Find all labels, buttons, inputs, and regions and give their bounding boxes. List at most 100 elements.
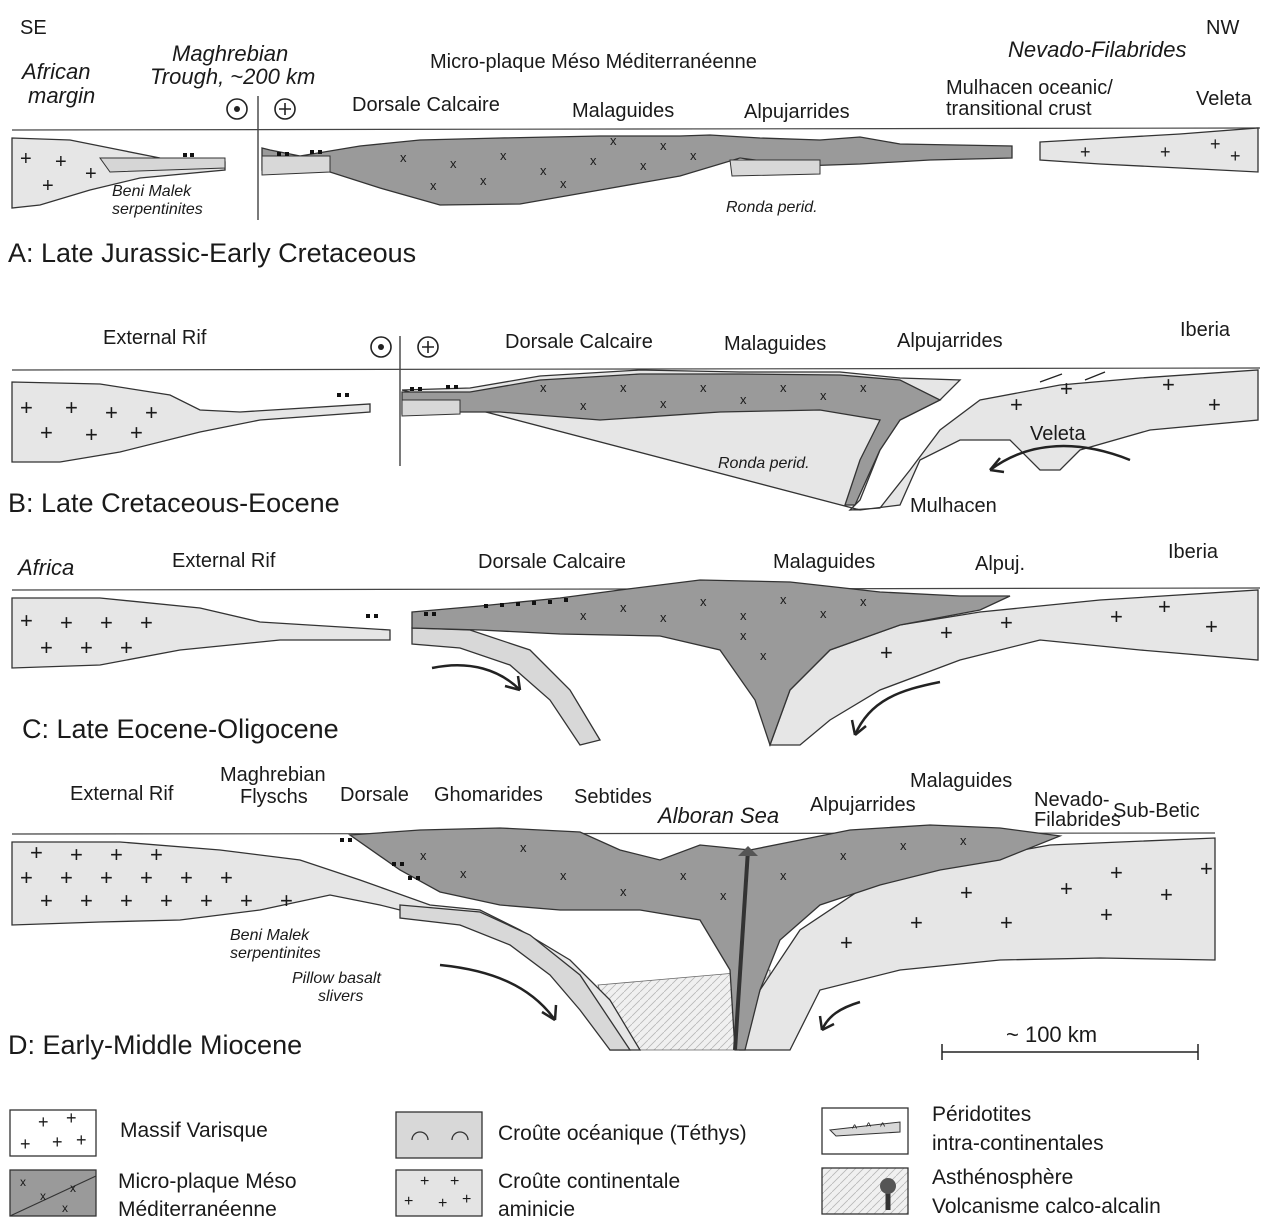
legend-label-continental-1: Croûte continentale (498, 1170, 680, 1193)
svg-text:+: + (404, 1193, 413, 1210)
svg-text:+: + (140, 610, 153, 635)
svg-text:+: + (200, 888, 213, 913)
svg-text:+: + (105, 400, 118, 425)
svg-text:x: x (820, 388, 827, 403)
svg-text:+: + (76, 1130, 87, 1150)
svg-text:+: + (42, 175, 54, 197)
label-pillow-1: Pillow basalt (292, 970, 381, 987)
label-alpujarrides-d: Alpujarrides (810, 794, 916, 816)
svg-text:x: x (690, 148, 697, 163)
svg-text:+: + (1080, 142, 1091, 162)
svg-text:+: + (52, 1132, 63, 1152)
svg-text:+: + (100, 865, 113, 890)
svg-text:+: + (20, 608, 33, 633)
svg-text:x: x (620, 884, 627, 899)
label-maghrebian-2: Trough, ~200 km (150, 64, 315, 89)
svg-text:+: + (160, 888, 173, 913)
label-veleta-b: Veleta (1030, 423, 1086, 445)
svg-text:+: + (420, 1173, 429, 1190)
svg-text:^: ^ (880, 1121, 886, 1133)
label-iberia-b: Iberia (1180, 319, 1231, 341)
label-pillow-2: slivers (318, 988, 363, 1005)
legend-label-peridotite-2: intra-continentales (932, 1132, 1104, 1155)
svg-text:+: + (85, 163, 97, 185)
label-dorsale-c: Dorsale Calcaire (478, 551, 626, 573)
svg-text:x: x (780, 592, 787, 607)
label-external-rif-d: External Rif (70, 783, 174, 805)
svg-text:+: + (438, 1195, 447, 1212)
svg-text:x: x (590, 153, 597, 168)
svg-text:+: + (150, 842, 163, 867)
svg-text:x: x (640, 158, 647, 173)
svg-text:x: x (480, 173, 487, 188)
microplate-body-a (262, 135, 1012, 205)
svg-text:^: ^ (866, 1121, 872, 1133)
legend-label-continental-2: aminicie (498, 1198, 575, 1221)
svg-text:x: x (680, 868, 687, 883)
svg-text:+: + (840, 930, 853, 955)
scale-label: ~ 100 km (1006, 1022, 1097, 1047)
svg-text:+: + (140, 865, 153, 890)
svg-text:+: + (85, 422, 98, 447)
svg-text:+: + (1110, 604, 1123, 629)
svg-text:+: + (20, 1134, 31, 1154)
svg-text:x: x (700, 594, 707, 609)
iberian-crust-a (1040, 128, 1258, 172)
panel-d-title: D: Early-Middle Miocene (8, 1030, 302, 1060)
svg-text:+: + (1208, 392, 1221, 417)
label-sub-betic: Sub-Betic (1113, 800, 1200, 822)
svg-text:x: x (40, 1189, 46, 1203)
svg-text:+: + (1060, 876, 1073, 901)
label-dorsale: Dorsale Calcaire (352, 94, 500, 116)
label-nevado: Nevado-Filabrides (1008, 37, 1187, 62)
label-malaguides-c: Malaguides (773, 551, 875, 573)
label-mulhacen-b: Mulhacen (910, 495, 997, 517)
label-sebtides: Sebtides (574, 786, 652, 808)
svg-text:x: x (580, 398, 587, 413)
svg-text:+: + (110, 842, 123, 867)
svg-text:x: x (860, 594, 867, 609)
label-alpujarrides-b: Alpujarrides (897, 330, 1003, 352)
svg-text:x: x (540, 163, 547, 178)
svg-text:+: + (1158, 594, 1171, 619)
svg-text:+: + (40, 420, 53, 445)
svg-text:x: x (960, 833, 967, 848)
direction-nw: NW (1206, 17, 1239, 39)
label-maghrebian-d-1: Maghrebian (220, 764, 326, 786)
svg-text:+: + (1210, 134, 1221, 154)
legend: +++++ Massif Varisque xxxx Micro-plaque … (10, 1103, 1161, 1221)
legend-label-varisque: Massif Varisque (120, 1119, 268, 1142)
label-beni-malek-d-2: serpentinites (230, 945, 321, 962)
svg-text:+: + (20, 395, 33, 420)
svg-text:+: + (240, 888, 253, 913)
svg-text:+: + (80, 888, 93, 913)
label-alboran-sea: Alboran Sea (656, 803, 779, 828)
label-african-margin-2: margin (28, 83, 95, 108)
svg-text:+: + (130, 420, 143, 445)
svg-text:x: x (420, 848, 427, 863)
svg-text:x: x (20, 1175, 26, 1189)
svg-text:+: + (1205, 614, 1218, 639)
label-malaguides: Malaguides (572, 100, 674, 122)
svg-text:x: x (740, 392, 747, 407)
svg-text:+: + (1010, 392, 1023, 417)
label-ronda-a: Ronda perid. (726, 199, 818, 216)
svg-text:x: x (560, 176, 567, 191)
svg-text:x: x (620, 380, 627, 395)
svg-text:+: + (450, 1173, 459, 1190)
legend-label-microplate-1: Micro-plaque Méso (118, 1170, 297, 1193)
svg-text:+: + (910, 910, 923, 935)
svg-text:+: + (120, 635, 133, 660)
label-beni-malek-1: Beni Malek (112, 183, 192, 200)
legend-swatch-asthenosphere (822, 1168, 908, 1214)
svg-text:+: + (145, 400, 158, 425)
svg-text:x: x (660, 138, 667, 153)
label-mulhacen-2: transitional crust (946, 98, 1092, 120)
legend-label-microplate-2: Méditerranéenne (118, 1198, 277, 1221)
legend-label-oceanic: Croûte océanique (Téthys) (498, 1122, 747, 1145)
label-ronda-b: Ronda perid. (718, 455, 810, 472)
label-mulhacen-1: Mulhacen oceanic/ (946, 77, 1113, 99)
svg-text:+: + (20, 148, 32, 170)
label-african-margin-1: African (20, 59, 90, 84)
